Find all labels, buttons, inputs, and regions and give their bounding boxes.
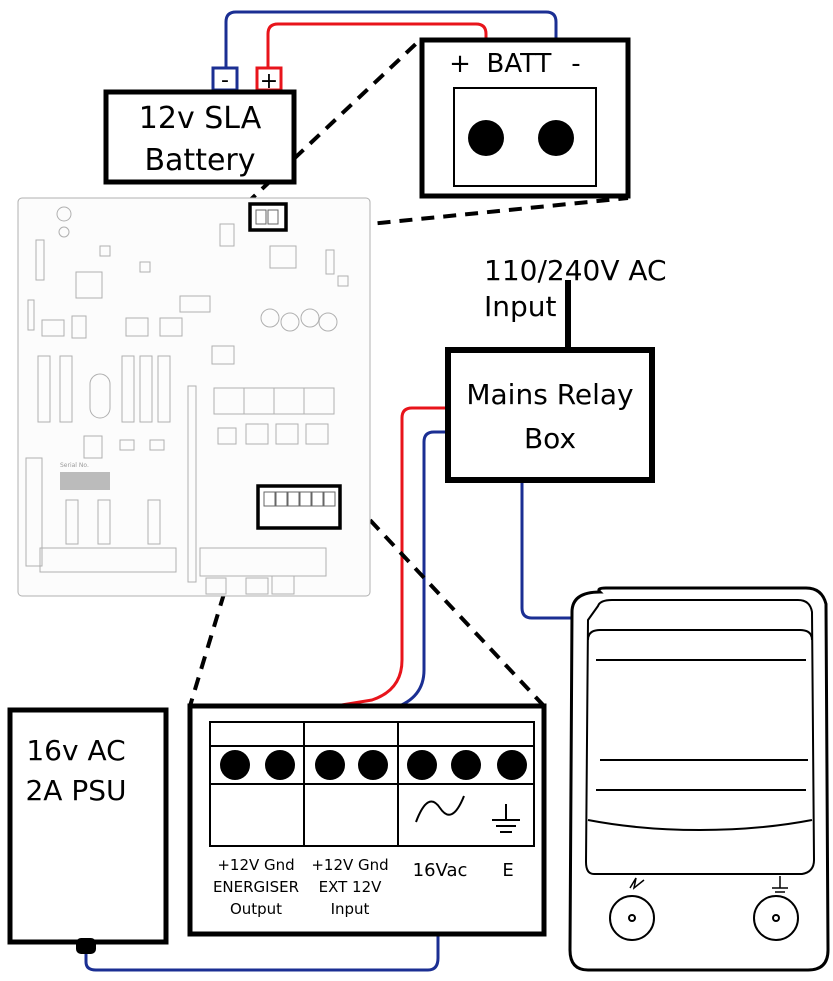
battery-negative-symbol: - [221,68,229,93]
terminal-3 [315,750,345,780]
battery-positive-wire [266,22,488,138]
relay-to-energiser-wire [520,482,582,620]
mains-input-label-line1: 110/240V AC [484,254,667,287]
psu: 16v AC 2A PSU [7,707,169,954]
energiser-ground-icon [772,876,788,893]
terminal-col1-line2: ENERGISER [213,878,299,896]
terminal-4 [358,750,388,780]
terminal-7 [497,750,527,780]
terminal-col4-label: E [502,860,513,881]
batt-minus-terminal [538,120,574,156]
terminal-1 [220,750,250,780]
battery: - + 12v SLA Battery [103,66,297,185]
psu-label-line2: 2A PSU [25,774,126,807]
terminal-col2-line3: Input [331,900,370,918]
battery-body [103,89,297,185]
pcb-board: Serial No. [17,197,371,597]
batt-minus-label: - [571,49,580,79]
terminal-col2-line1: +12V Gnd [311,856,388,874]
terminal-col3-label: 16Vac [413,860,468,881]
mains-input-label-line2: Input [484,290,557,323]
energiser-unit [568,586,830,972]
battery-label-line1: 12v SLA [139,101,262,136]
terminal-col1-line3: Output [230,900,282,918]
batt-plus-terminal [468,120,504,156]
terminal-col1-line1: +12V Gnd [217,856,294,874]
terminal-col2-line2: EXT 12V [319,878,383,896]
battery-positive-symbol: + [260,69,278,94]
batt-label: BATT [487,49,552,79]
battery-label-line2: Battery [144,143,255,178]
psu-cable-grommet [76,938,96,954]
battery-negative-wire [224,10,558,138]
ground-icon [492,804,520,833]
batt-connector: + BATT - [419,37,631,199]
terminal-6 [451,750,481,780]
psu-label-line1: 16v AC [26,734,125,767]
terminal-block: +12V Gnd ENERGISER Output +12V Gnd EXT 1… [187,703,547,937]
terminal-2 [265,750,295,780]
terminal-5 [407,750,437,780]
relay-box-label-line2: Box [524,422,576,455]
batt-plus-label: + [449,49,471,79]
pcb-serial-label: Serial No. [60,462,89,469]
mains-relay-box: Mains Relay Box [445,347,655,483]
lightning-icon [629,877,645,890]
ac-wave-icon [415,795,465,823]
relay-box-label-line1: Mains Relay [466,378,633,411]
